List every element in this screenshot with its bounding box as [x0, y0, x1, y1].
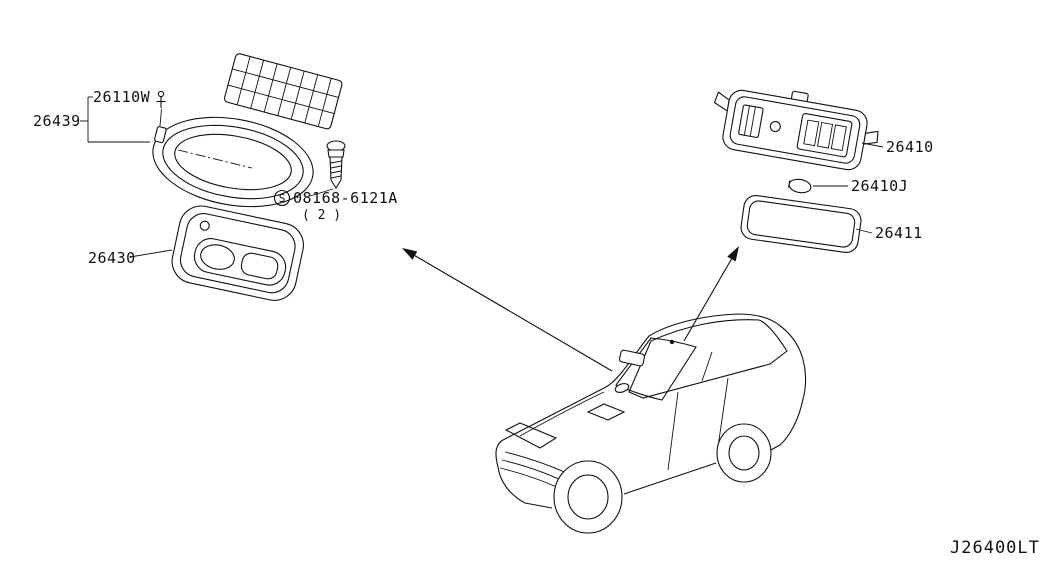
connector-slot — [817, 122, 834, 149]
lamp-inner-rim — [729, 96, 861, 164]
lamp-housing-rim — [152, 116, 314, 208]
car-front-lower — [497, 466, 553, 509]
console-left-lens — [200, 244, 235, 270]
grid-line — [227, 84, 335, 114]
housing-opening — [174, 133, 292, 191]
grid-line — [263, 63, 278, 113]
map-lamp-assembly-drawing — [152, 53, 346, 301]
lens-leader-line — [855, 228, 873, 234]
lens-inner-rim — [746, 200, 856, 248]
car-windshield — [615, 337, 697, 401]
car-body-outline — [495, 313, 807, 468]
arrow-to-map-lamp — [414, 255, 613, 372]
car-illustration — [495, 313, 807, 534]
screw-leader-line — [309, 188, 334, 197]
grid-line — [232, 68, 339, 98]
lamp-contact — [769, 120, 781, 133]
screw-symbol-circle — [273, 189, 291, 207]
part-label-clip: 26110W — [93, 88, 151, 106]
screw-collar — [327, 149, 345, 158]
part-label-console-lamp: 26430 — [88, 249, 136, 267]
part-label-bulb: 26410J — [851, 177, 908, 195]
housing-outer-rim — [152, 116, 314, 208]
console-leader-line — [129, 249, 173, 258]
grid-line — [304, 74, 319, 124]
console-lamp-drawing — [171, 205, 304, 301]
switch-detail-line — [743, 105, 750, 136]
console-outer — [171, 205, 304, 301]
screw-thread — [330, 165, 342, 169]
clip-head — [157, 90, 165, 98]
lens-drawing — [740, 195, 862, 253]
screw-thread — [330, 160, 342, 164]
leader-lines — [80, 96, 884, 258]
lamp-outer — [722, 89, 868, 171]
side-mirror — [614, 383, 630, 393]
part-labels: 26110W 26439 S 08168-6121A ( 2 ) 26430 2… — [33, 88, 1040, 558]
screw-symbol-letter: S — [279, 192, 286, 205]
switch-detail-line — [749, 106, 756, 137]
right-headlight — [586, 403, 626, 421]
console-opening — [193, 238, 287, 286]
part-label-assembly: 26439 — [33, 112, 81, 130]
grid-line — [236, 56, 251, 105]
housing-mid-rim — [162, 124, 304, 200]
terminal-grid-outline — [223, 53, 343, 130]
center-dash-line — [177, 149, 253, 169]
arrow-to-room-lamp — [683, 258, 732, 342]
arrowhead-map-lamp — [402, 248, 418, 260]
room-lamp-leader-line — [861, 142, 884, 148]
screw-thread — [331, 175, 341, 179]
part-label-screw: 08168-6121A — [293, 189, 398, 207]
lamp-switch-block — [738, 104, 764, 138]
front-wheel — [553, 460, 623, 534]
screw-thread — [330, 170, 342, 174]
screw-qty-label: ( 2 ) — [302, 208, 341, 223]
roof-room-lamp-location — [669, 339, 675, 345]
console-screw-hole — [199, 220, 210, 231]
screw-icon — [326, 140, 346, 190]
lens-outer — [740, 195, 862, 253]
roof-map-lamp-location — [619, 349, 645, 367]
bulb-base — [788, 180, 791, 188]
b-pillar-line — [701, 351, 713, 382]
bulb-icon — [788, 178, 812, 194]
front-door-seam — [667, 391, 679, 471]
console-right-lens — [240, 252, 279, 280]
clip-icon — [156, 90, 166, 127]
pointer-arrows — [402, 246, 739, 372]
part-label-lens: 26411 — [875, 224, 923, 242]
rear-wheel — [716, 423, 772, 483]
screw-shaft — [329, 156, 343, 190]
car-side-windows — [628, 319, 788, 399]
connector-slot — [830, 124, 847, 152]
rear-door-seam — [717, 377, 729, 448]
front-wheel-hub — [567, 474, 609, 520]
console-inner-rim — [179, 213, 296, 294]
grid-line — [317, 78, 332, 127]
grid-line — [277, 67, 292, 116]
grid-line — [290, 70, 305, 120]
room-lamp-body — [713, 89, 879, 171]
part-label-room-lamp: 26410 — [886, 138, 934, 156]
lamp-connector-block — [796, 113, 853, 158]
clip-stud — [154, 126, 167, 144]
terminal-grid-block — [223, 53, 343, 130]
car-rocker-line — [623, 462, 717, 495]
rear-wheel-hub — [728, 435, 760, 471]
left-headlight — [504, 422, 558, 449]
connector-slot — [803, 119, 820, 147]
grid-line — [250, 60, 265, 109]
bulb-glass — [788, 178, 812, 194]
clip-leader-line — [159, 108, 162, 127]
diagram-code: J26400LT — [950, 538, 1040, 558]
arrowhead-room-lamp — [727, 246, 739, 262]
room-lamp-assembly-drawing — [713, 89, 879, 253]
hood-crease-line — [519, 391, 605, 437]
